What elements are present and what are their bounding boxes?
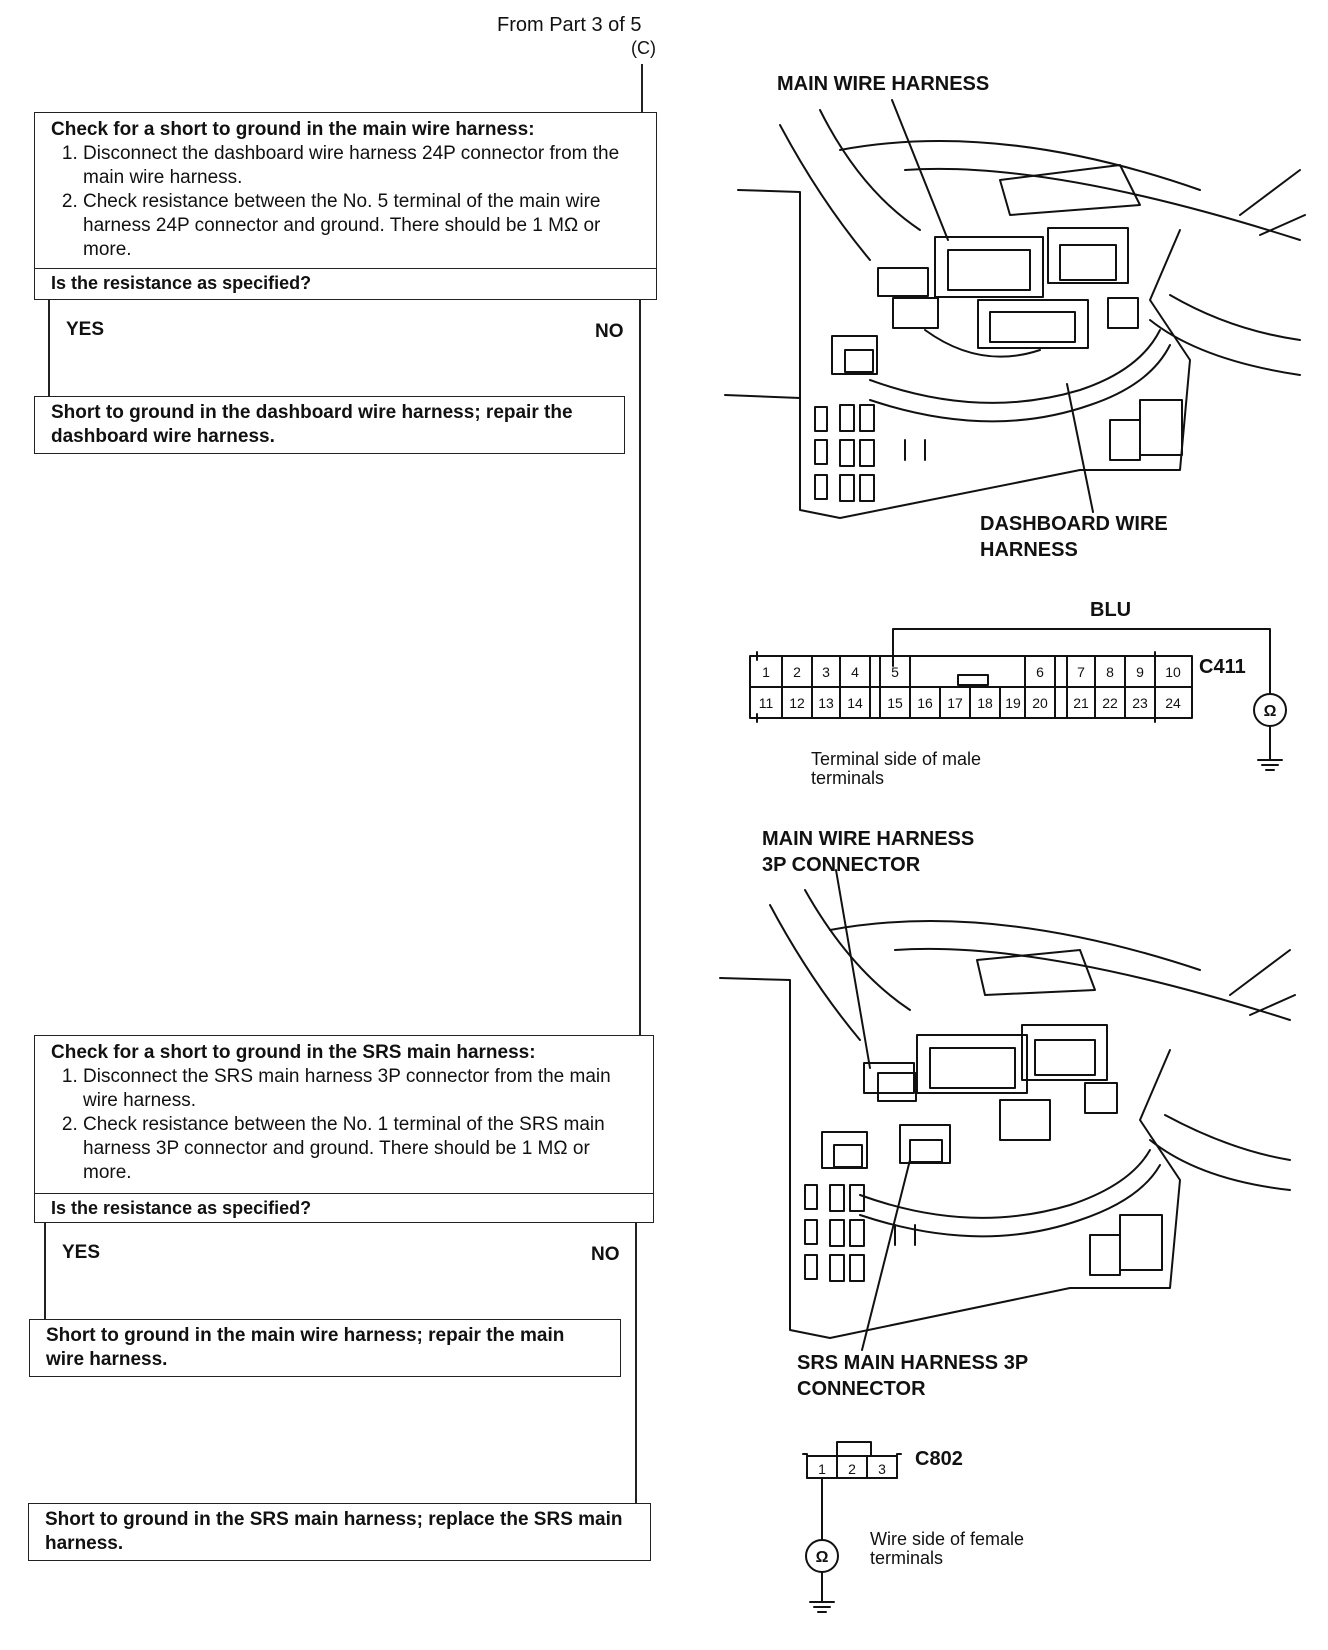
c411-pin-2: 2 [793, 664, 801, 680]
c411-caption: Terminal side of male terminals [811, 749, 982, 788]
step2-no-result: Short to ground in the SRS main harness;… [28, 1503, 651, 1561]
c411-pin-1: 1 [762, 664, 770, 680]
fuse-box-illustration-2 [719, 869, 1296, 1351]
fig1-main-harness-label: MAIN WIRE HARNESS [777, 73, 990, 95]
c411-ohmmeter-icon: Ω [1264, 703, 1277, 720]
flow-line-yes-1 [48, 299, 50, 397]
step2-yes-label: YES [62, 1242, 101, 1263]
step1-yes-result: Short to ground in the dashboard wire ha… [34, 396, 625, 454]
step2-yes-result: Short to ground in the main wire harness… [29, 1319, 621, 1377]
step1-no-label: NO [595, 321, 624, 342]
fuse-box-illustration-1 [724, 99, 1306, 519]
step2-no-label: NO [591, 1244, 620, 1265]
c802-pin-1: 1 [818, 1461, 826, 1477]
c411-pin-7: 7 [1077, 664, 1085, 680]
c411-pin-20: 20 [1032, 695, 1048, 711]
flow-line-from [641, 64, 643, 112]
fig1-dashboard-harness-label: DASHBOARD WIRE HARNESS [980, 513, 1168, 561]
c411-pin-11: 11 [759, 695, 774, 711]
c802-ohmmeter-icon: Ω [816, 1549, 829, 1566]
step1-item-1: Disconnect the dashboard wire harness 24… [83, 142, 640, 190]
c411-pin-13: 13 [818, 695, 834, 711]
c411-pin-14: 14 [847, 695, 863, 711]
c411-pin-12: 12 [789, 695, 805, 711]
c411-pin-24: 24 [1165, 695, 1181, 711]
c411-pin-22: 22 [1102, 695, 1118, 711]
c411-pin-5: 5 [891, 664, 899, 680]
c411-pin-8: 8 [1106, 664, 1114, 680]
from-part-ref: (C) [631, 38, 656, 58]
c411-pin-19: 19 [1005, 695, 1021, 711]
c802-caption: Wire side of female terminals [870, 1529, 1025, 1568]
step2-title: Check for a short to ground in the SRS m… [51, 1042, 536, 1063]
step2-item-2: Check resistance between the No. 1 termi… [83, 1113, 637, 1185]
step1-check-box: Check for a short to ground in the main … [34, 112, 657, 269]
c411-pin-21: 21 [1073, 695, 1089, 711]
flow-line-yes-2 [44, 1222, 46, 1320]
c411-pin-4: 4 [851, 664, 859, 680]
c411-pin-17: 17 [947, 695, 963, 711]
c411-pin-23: 23 [1132, 695, 1148, 711]
flow-line-no-1 [639, 299, 641, 1035]
flow-line-no-2 [635, 1222, 637, 1504]
c411-connector-body [749, 628, 1287, 771]
c411-pin-10: 10 [1165, 664, 1181, 680]
c411-pin-18: 18 [977, 695, 993, 711]
c802-pin-2: 2 [848, 1461, 856, 1477]
c802-connector-name: C802 [915, 1448, 963, 1470]
fig2-main-3p-label: MAIN WIRE HARNESS 3P CONNECTOR [762, 828, 975, 876]
c802-connector-body [802, 1441, 902, 1613]
from-part-label: From Part 3 of 5 [497, 14, 642, 36]
step2-item-1: Disconnect the SRS main harness 3P conne… [83, 1065, 637, 1113]
c411-pin-16: 16 [917, 695, 933, 711]
c411-pin-15: 15 [887, 695, 903, 711]
step2-question: Is the resistance as specified? [34, 1193, 654, 1223]
c411-pin-3: 3 [822, 664, 830, 680]
c411-pin-9: 9 [1136, 664, 1144, 680]
step1-list: Disconnect the dashboard wire harness 24… [51, 142, 640, 262]
step1-title: Check for a short to ground in the main … [51, 119, 535, 140]
fig2-srs-3p-label: SRS MAIN HARNESS 3P CONNECTOR [797, 1352, 1028, 1400]
c411-wire-color: BLU [1090, 599, 1132, 621]
step1-yes-label: YES [66, 319, 105, 340]
step1-item-2: Check resistance between the No. 5 termi… [83, 190, 640, 262]
step2-list: Disconnect the SRS main harness 3P conne… [51, 1065, 637, 1185]
c411-pin-6: 6 [1036, 664, 1044, 680]
step1-question: Is the resistance as specified? [34, 268, 657, 300]
step2-check-box: Check for a short to ground in the SRS m… [34, 1035, 654, 1195]
c802-pin-3: 3 [878, 1461, 886, 1477]
c411-connector-name: C411 [1199, 656, 1246, 678]
